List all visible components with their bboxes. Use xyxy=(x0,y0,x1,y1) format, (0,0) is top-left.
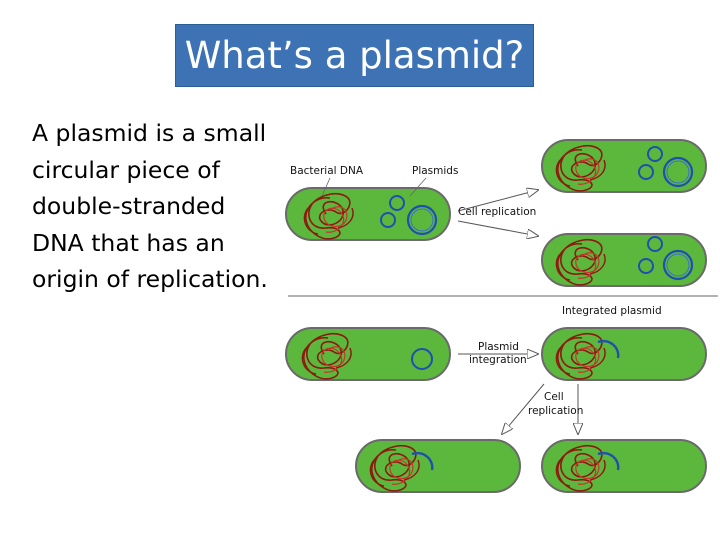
cell-integrated xyxy=(541,327,707,381)
cell-bottom-daughter-left xyxy=(355,439,521,493)
plasmid-icon xyxy=(389,195,405,211)
cell-bottom-left xyxy=(285,327,451,381)
label-cell-replication-top: Cell replication xyxy=(458,206,536,218)
label-plasmids: Plasmids xyxy=(412,165,458,177)
cell-top-left xyxy=(285,187,451,241)
label-plasmid-integration-1: Plasmid xyxy=(478,341,519,353)
title-box: What’s a plasmid? xyxy=(175,24,534,87)
plasmid-icon xyxy=(638,258,654,274)
label-cell-replication-2: replication xyxy=(528,405,583,417)
integrated-plasmid-segment xyxy=(597,339,620,359)
arrow-replication-left xyxy=(502,383,545,434)
cell-top-right-upper xyxy=(541,139,707,193)
slide-title: What’s a plasmid? xyxy=(184,34,525,77)
label-cell-replication-1: Cell xyxy=(544,391,564,403)
plasmid-icon xyxy=(380,212,396,228)
label-bacterial-dna: Bacterial DNA xyxy=(290,165,364,177)
plasmid-icon xyxy=(662,156,694,188)
plasmid-icon xyxy=(406,204,438,236)
plasmid-icon xyxy=(662,249,694,281)
cell-top-right-lower xyxy=(541,233,707,287)
arrow-replication-up xyxy=(457,190,538,212)
cell-bottom-daughter-right xyxy=(541,439,707,493)
plasmid-icon xyxy=(647,146,663,162)
plasmid-diagram: Bacterial DNA Plasmids Cell replication … xyxy=(285,139,718,493)
plasmid-icon xyxy=(411,348,433,370)
plasmid-icon xyxy=(647,236,663,252)
integrated-plasmid-segment xyxy=(411,451,434,471)
label-integrated-plasmid: Integrated plasmid xyxy=(562,305,662,317)
integrated-plasmid-segment xyxy=(597,451,620,471)
plasmid-icon xyxy=(638,164,654,180)
body-text: A plasmid is a small circular piece of d… xyxy=(32,119,268,293)
label-plasmid-integration-2: integration xyxy=(469,354,527,366)
arrow-replication-down xyxy=(457,220,538,236)
